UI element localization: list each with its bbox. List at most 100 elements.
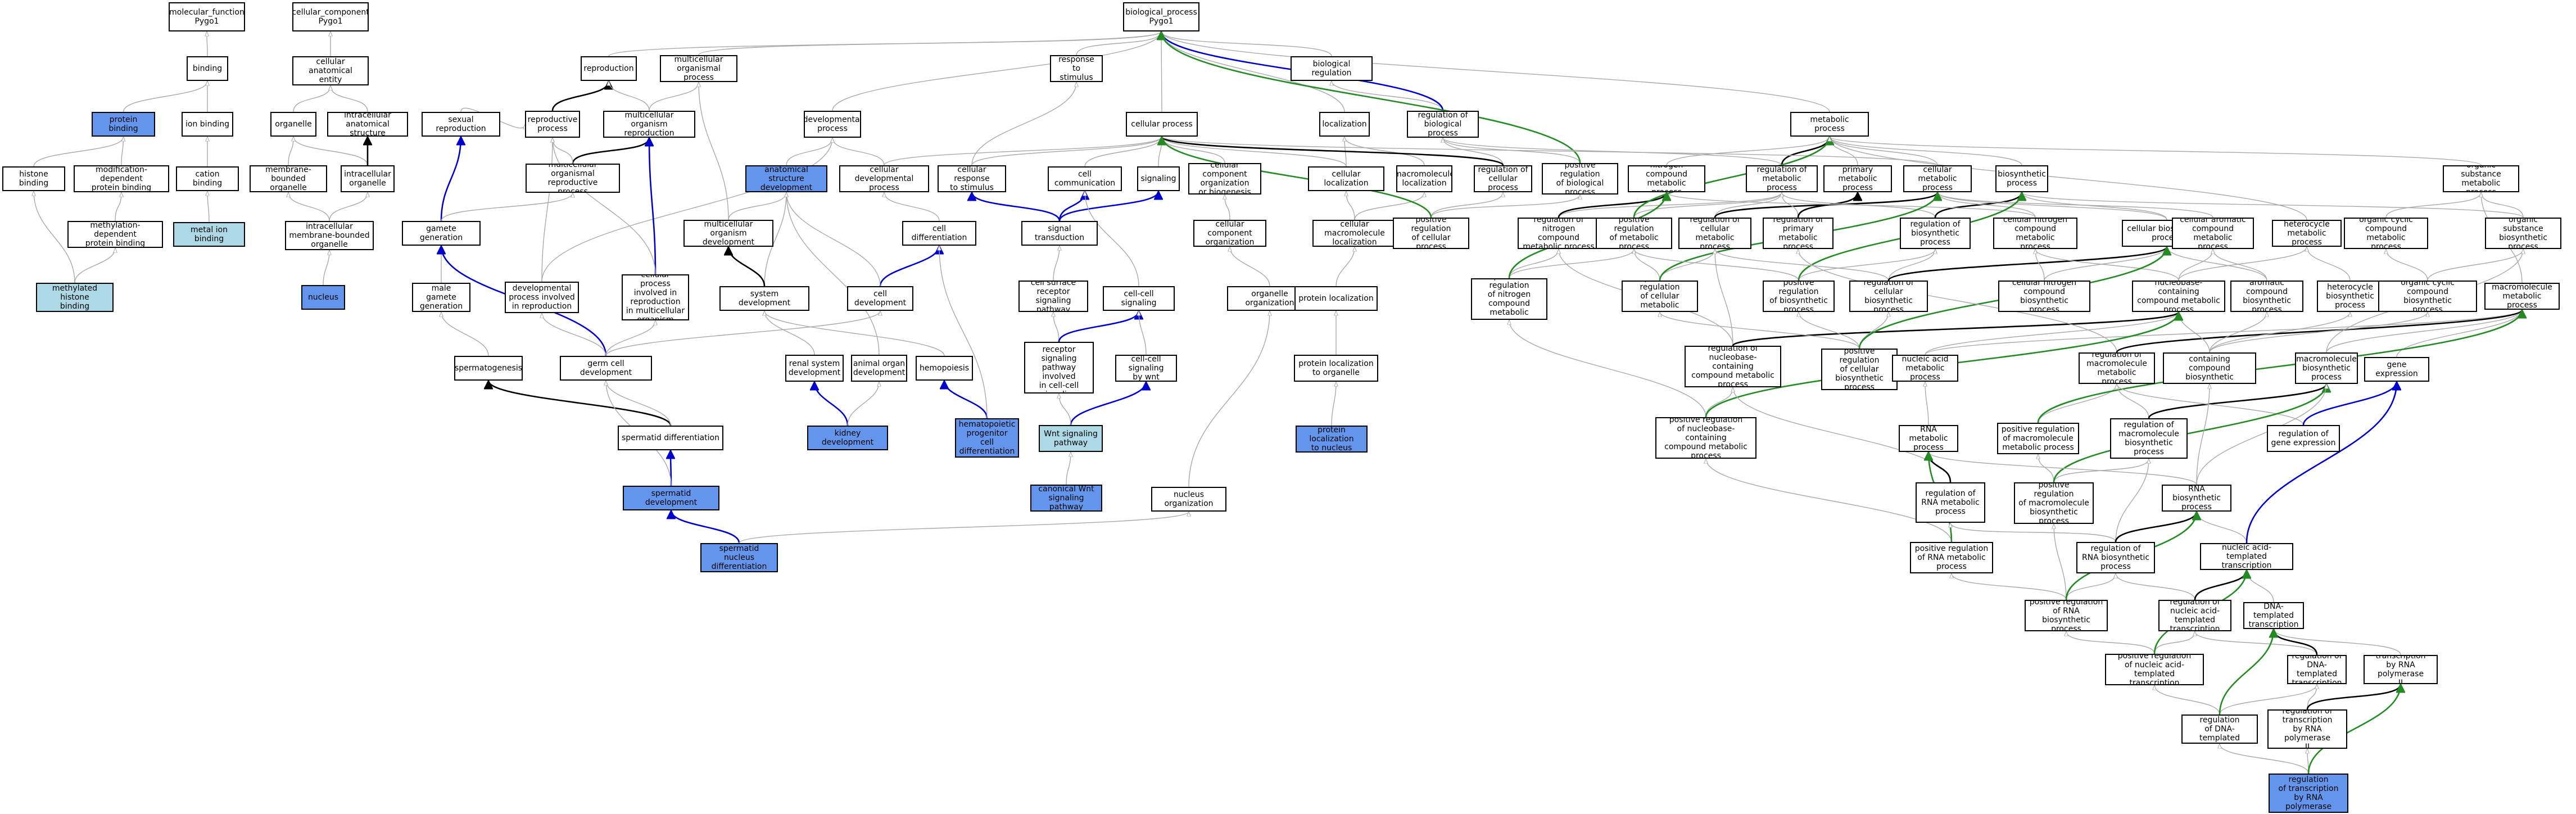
go-term-node: protein localization to nucleus (1296, 426, 1368, 453)
edge-is-a (2117, 383, 2304, 426)
edge-is-a (2385, 192, 2481, 218)
edge-is-a (884, 192, 940, 221)
edge-is-a (2209, 311, 2428, 353)
edge-is-a (2117, 383, 2149, 419)
go-term-node: cellular process involved in reproductio… (622, 274, 689, 320)
go-term-node: cell development (847, 286, 913, 311)
go-term-node: transcription by RNA polymerase II (2364, 655, 2438, 684)
edge-is-a (1799, 311, 1860, 349)
go-term-node: modification-dependent protein binding (74, 165, 169, 192)
go-term-node: regulation of metabolic process (1746, 165, 1818, 192)
go-term-node: nitrogen compound metabolic process (1628, 165, 1705, 192)
go-term-node: positive regulation of RNA metabolic pro… (1910, 542, 1993, 573)
go-term-node: cellular process (1126, 112, 1198, 137)
edge-is-a (1925, 311, 2179, 355)
go-term-node: cellular aromatic compound metabolic pro… (2172, 218, 2254, 249)
edge-is-a (293, 136, 368, 166)
go-term-node: regulation of RNA biosynthetic process (2076, 542, 2155, 573)
edge-part-of (1887, 246, 2167, 281)
go-term-node: positive regulation of transcription by … (2269, 774, 2348, 813)
go-term-node: cellular nitrogen compound metabolic pro… (1993, 218, 2077, 249)
edge-is-a (764, 310, 815, 355)
go-term-node: cation binding (176, 166, 239, 191)
edge-is-a (2022, 192, 2167, 220)
go-term-node: anatomical structure development (745, 165, 827, 192)
edge-is-a (786, 192, 880, 355)
go-term-node: positive regulation of RNA biosynthetic … (2025, 600, 2108, 631)
edge-is-a (1714, 192, 1782, 218)
edge-is-a (1634, 248, 1799, 281)
edge-is-a (1634, 248, 1660, 281)
edge-is-a (1715, 248, 1889, 281)
edge-is-a (329, 192, 368, 221)
edge-is-a (739, 511, 1189, 544)
go-term-node: hematopoietic progenitor cell differenti… (955, 418, 1019, 458)
go-term-node: animal organ development (851, 355, 907, 382)
go-term-node: canonical Wnt signaling pathway (1030, 485, 1102, 512)
edge-part-of (1934, 192, 2022, 218)
go-term-node: multicellular organismal reproductive pr… (526, 164, 620, 193)
edge-is-a (123, 80, 208, 112)
go-term-node: cellular nitrogen compound biosynthetic … (1998, 281, 2090, 312)
go-term-node: spermatid differentiation (618, 426, 723, 450)
edge-is-a (553, 138, 573, 164)
edge-is-a (2035, 248, 2179, 281)
go-term-node: protein binding (92, 112, 155, 137)
edge-is-a (441, 192, 573, 221)
go-term-node: reproduction (581, 56, 637, 81)
edge-is-a (1332, 80, 1443, 111)
go-term-node: cellular response to stimulus (938, 165, 1006, 192)
edge-part-of (1162, 135, 1504, 166)
go-term-node: nucleus (301, 285, 345, 310)
go-term-node: regulation of RNA metabolic process (1916, 482, 1985, 523)
go-term-node: positive regulation of macromolecule bio… (2014, 482, 2094, 524)
edge-regulates (1058, 310, 1139, 342)
edge-is-a (1925, 382, 1929, 426)
edge-is-a (1084, 136, 1162, 167)
edge-is-a (34, 191, 75, 283)
go-term-node: regulation of transcription by RNA polym… (2267, 709, 2347, 749)
edge-is-a (786, 192, 881, 287)
go-term-node: spermatid development (623, 486, 719, 510)
edge-is-a (1937, 192, 2213, 218)
edge-is-a (786, 137, 832, 166)
edge-is-a (1706, 459, 1952, 542)
edge-is-a (1830, 136, 2482, 166)
edge-part-of (2148, 383, 2326, 419)
edge-is-a (74, 247, 115, 283)
edge-is-a (1798, 249, 2117, 353)
go-term-node: positive regulation of nitrogen compound… (1471, 278, 1547, 320)
go-term-node: biological_process Pygo1 (1123, 2, 1199, 31)
edge-is-a (1335, 247, 1355, 287)
edge-regulates (944, 380, 988, 419)
edge-is-a (764, 192, 786, 287)
go-term-node: regulation of macromolecule metabolic pr… (2079, 352, 2155, 384)
go-term-node: cellular metabolic process (1903, 165, 1972, 192)
edge-is-a (2209, 311, 2267, 353)
edge-is-a (115, 192, 121, 221)
go-term-node: intracellular anatomical structure (327, 112, 408, 137)
edge-is-a (1162, 136, 1938, 166)
edge-is-a (1888, 248, 1935, 281)
edge-is-a (1225, 195, 1230, 220)
edge-is-a (2038, 454, 2054, 483)
go-term-node: nucleic acid-templated transcription (2200, 543, 2293, 570)
edge-is-a (1230, 246, 1270, 287)
go-term-node: positive regulation of macromolecule met… (1997, 423, 2079, 454)
edge-is-a (2115, 459, 2149, 542)
go-term-node: positive regulation of cellular biosynth… (1821, 349, 1898, 390)
go-term-node: system development (719, 286, 809, 311)
go-term-node: cell surface receptor signaling pathway (1018, 281, 1088, 312)
go-term-node: macromolecule metabolic process (2484, 283, 2560, 310)
edge-part-of (2274, 628, 2318, 655)
go-term-node: regulation of biosynthetic process (1900, 218, 1971, 249)
go-term-node: developmental process (804, 111, 861, 138)
edge-is-a (1188, 311, 1270, 487)
go-term-node: positive regulation of biological proces… (1542, 163, 1618, 195)
edge-is-a (1633, 192, 1782, 218)
edge-is-a (293, 85, 331, 112)
edge-is-a (207, 191, 209, 223)
go-term-node: cell communication (1048, 166, 1122, 191)
go-term-node: cellular component organization or bioge… (1188, 163, 1261, 195)
